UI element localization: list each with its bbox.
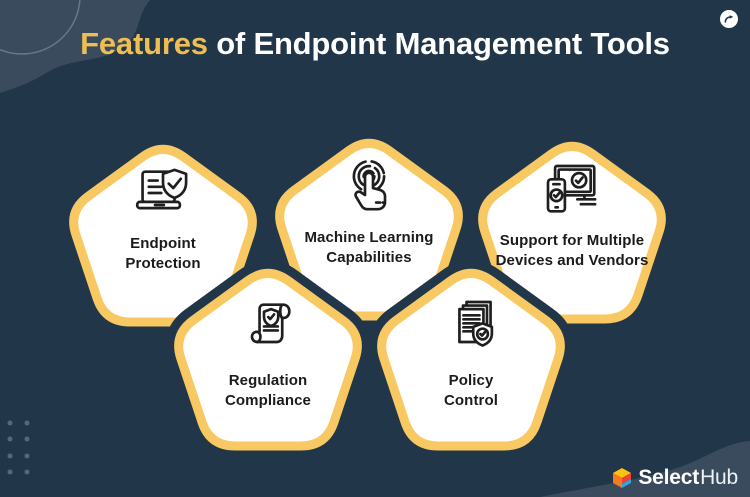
scroll-shield-icon xyxy=(250,303,291,344)
pentagon-label: Endpoint Protection xyxy=(125,235,201,272)
share-arrow-icon xyxy=(724,14,733,23)
laptop-shield-check-icon xyxy=(135,168,188,210)
share-button[interactable] xyxy=(720,10,738,28)
dot-grid xyxy=(7,420,30,475)
pentagon-policy-control: Policy Control xyxy=(353,243,589,469)
pentagon-label: Support for Multiple Devices and Vendors xyxy=(495,232,649,269)
pentagon-label: Regulation Compliance xyxy=(224,372,312,409)
brand-text-bold: Select xyxy=(638,466,700,489)
documents-shield-icon xyxy=(458,300,494,347)
pentagon-label: Machine Learning Capabilities xyxy=(304,229,434,266)
selecthub-cube-icon xyxy=(613,468,632,488)
pentagon-machine-learning: Machine Learning Capabilities xyxy=(251,113,487,339)
pentagon-device-support: Support for Multiple Devices and Vendors xyxy=(454,116,690,342)
brand-text-light: Hub xyxy=(700,466,738,489)
pentagon-regulation-compliance: Regulation Compliance xyxy=(150,243,386,469)
pentagon-endpoint-protection: Endpoint Protection xyxy=(45,119,281,345)
pentagon-label: Policy Control xyxy=(443,372,499,409)
tap-gesture-icon xyxy=(352,159,387,211)
page-title: Features of Endpoint Management Tools xyxy=(0,24,750,64)
page-title-rest: of Endpoint Management Tools xyxy=(207,26,670,61)
devices-check-icon xyxy=(546,164,597,213)
page-title-highlight: Features xyxy=(80,26,208,61)
